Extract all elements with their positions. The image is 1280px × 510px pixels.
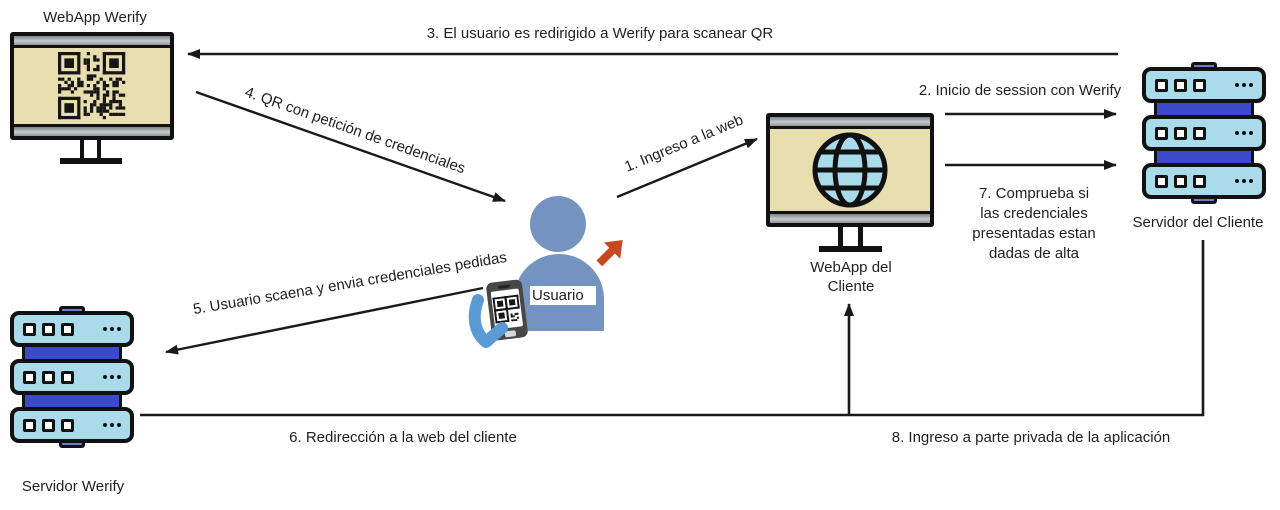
server-unit <box>1142 67 1266 103</box>
label-step-4: 4. QR con petición de credenciales <box>242 83 468 178</box>
server-port <box>23 370 36 384</box>
server-port <box>1193 174 1206 188</box>
monitor-screen <box>770 129 930 211</box>
webapp-werify-label: WebApp Werify <box>43 9 147 26</box>
server-dots-icon <box>1235 131 1253 135</box>
servidor-werify-label: Servidor Werify <box>21 478 125 495</box>
server-unit <box>1142 163 1266 199</box>
monitor-bottom-bar <box>770 211 930 223</box>
server-port <box>61 418 74 432</box>
monitor-stand-leg <box>97 140 101 159</box>
monitor-stand-leg <box>858 227 863 247</box>
server-port <box>1193 126 1206 140</box>
server-unit <box>10 311 134 347</box>
line-step-6-8 <box>140 240 1205 417</box>
server-port <box>1174 78 1187 92</box>
server-port <box>23 322 36 336</box>
server-dots-icon <box>1235 83 1253 87</box>
server-port <box>1155 174 1168 188</box>
server-dots-icon <box>103 327 121 331</box>
qr-code-icon <box>58 52 126 120</box>
usuario-label: Usuario <box>530 286 596 305</box>
servidor-cliente-label: Servidor del Cliente <box>1132 214 1264 231</box>
monitor-stand-leg <box>80 140 84 159</box>
server-port <box>1174 174 1187 188</box>
server-port <box>1193 78 1206 92</box>
user-icon-head <box>530 196 586 252</box>
monitor-top-bar <box>770 117 930 129</box>
server-port <box>1174 126 1187 140</box>
server-port <box>42 418 55 432</box>
webapp-cliente-label: WebApp del Cliente <box>810 259 892 295</box>
server-unit <box>10 407 134 443</box>
server-port <box>42 370 55 384</box>
hand-icon <box>468 294 508 348</box>
server-dots-icon <box>103 423 121 427</box>
arrow-step-4 <box>195 90 506 203</box>
server-port <box>1155 126 1168 140</box>
server-dots-icon <box>103 375 121 379</box>
monitor-bottom-bar <box>14 124 170 136</box>
servidor-werify-icon <box>10 306 134 448</box>
login-arrow-icon <box>596 240 623 267</box>
monitor-stand-base <box>60 158 122 164</box>
server-port <box>1155 78 1168 92</box>
server-port <box>42 322 55 336</box>
monitor-stand-base <box>819 246 882 252</box>
globe-icon <box>812 132 888 208</box>
label-step-2: 2. Inicio de session con Werify <box>918 82 1122 99</box>
webapp-cliente-monitor <box>766 113 934 227</box>
servidor-cliente-icon <box>1142 62 1266 204</box>
webapp-werify-monitor <box>10 32 174 140</box>
server-port <box>61 370 74 384</box>
label-step-8: 8. Ingreso a parte privada de la aplicac… <box>891 429 1171 446</box>
label-step-1: 1. Ingreso a la web <box>622 111 746 176</box>
monitor-top-bar <box>14 36 170 48</box>
server-dots-icon <box>1235 179 1253 183</box>
label-step-6: 6. Redirección a la web del cliente <box>289 429 517 446</box>
monitor-stand-leg <box>838 227 843 247</box>
monitor-screen <box>14 48 170 124</box>
label-step-3: 3. El usuario es redirigido a Werify par… <box>426 25 774 42</box>
label-step-7: 7. Comprueba si las credenciales present… <box>972 185 1096 262</box>
server-port <box>61 322 74 336</box>
server-port <box>23 418 36 432</box>
server-unit <box>10 359 134 395</box>
server-unit <box>1142 115 1266 151</box>
